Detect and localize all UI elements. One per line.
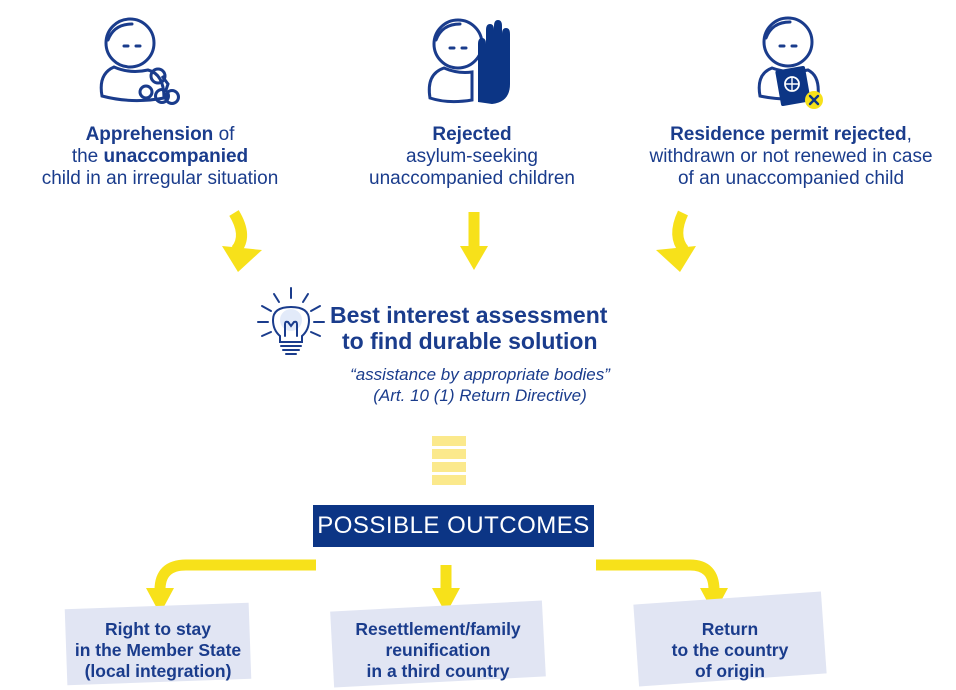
- outcome-line: in a third country: [366, 661, 510, 681]
- source-apprehension-line: child in an irregular situation: [41, 168, 279, 189]
- arrow-outcome-center-head: [432, 588, 460, 614]
- source-apprehension-line: Apprehension of: [85, 124, 235, 145]
- possible-outcomes-header: POSSIBLE OUTCOMES: [313, 505, 594, 547]
- assessment-title: Best interest assessment to find durable…: [330, 302, 650, 354]
- outcome-line: in the Member State: [74, 640, 242, 660]
- outcome-line: Resettlement/family: [355, 619, 521, 639]
- outcome-resettlement-text: Resettlement/family reunification in a t…: [332, 619, 544, 682]
- rejected-hand-child-icon: [422, 12, 522, 112]
- assessment-quote-line1: “assistance by appropriate bodies”: [350, 365, 610, 384]
- outcome-right-to-stay-text: Right to stay in the Member State (local…: [66, 619, 250, 682]
- outcome-line: Return: [701, 619, 759, 639]
- arrow-outcome-left-head: [146, 588, 174, 614]
- source-rejected-line: Rejected: [432, 124, 512, 145]
- yellow-stack-bar: [432, 449, 466, 459]
- assessment-quote: “assistance by appropriate bodies” (Art.…: [340, 364, 620, 406]
- assessment-title-line1: Best interest assessment: [330, 302, 608, 328]
- outcome-line: to the country: [671, 640, 789, 660]
- yellow-stack-bar: [432, 475, 466, 485]
- source-residence-line: Residence permit rejected,: [670, 124, 912, 145]
- source-rejected-line: asylum-seeking: [406, 146, 538, 167]
- source-apprehension: Apprehension of the unaccompanied child …: [30, 124, 290, 190]
- arrow-left-curved: [229, 210, 247, 254]
- source-residence-permit: Residence permit rejected, withdrawn or …: [626, 124, 956, 190]
- yellow-stack-bar: [432, 436, 466, 446]
- arrow-left-head: [222, 246, 262, 272]
- outcome-line: (local integration): [84, 661, 232, 681]
- arrow-center-head: [460, 246, 488, 270]
- assessment-quote-line2: (Art. 10 (1) Return Directive): [373, 386, 587, 405]
- arrow-right-curved: [672, 210, 689, 254]
- yellow-stack-connector: [432, 436, 466, 485]
- yellow-stack-bar: [432, 462, 466, 472]
- source-residence-line: withdrawn or not renewed in case: [649, 146, 933, 167]
- arrow-right-head: [656, 246, 696, 272]
- source-apprehension-line: the unaccompanied: [71, 146, 249, 167]
- outcome-line: of origin: [695, 661, 765, 681]
- outcome-line: reunification: [385, 640, 491, 660]
- source-residence-line: of an unaccompanied child: [677, 168, 905, 189]
- lightbulb-icon: [254, 286, 328, 358]
- outcome-line: Right to stay: [105, 619, 211, 639]
- arrow-outcome-left: [154, 559, 316, 591]
- source-rejected-line: unaccompanied children: [369, 168, 575, 189]
- handcuffed-child-icon: [92, 12, 192, 112]
- source-rejected-asylum: Rejected asylum-seeking unaccompanied ch…: [352, 124, 592, 190]
- passport-rejected-child-icon: [748, 12, 848, 112]
- assessment-title-line2: to find durable solution: [342, 328, 598, 354]
- outcome-return-text: Return to the country of origin: [636, 619, 824, 682]
- possible-outcomes-label: POSSIBLE OUTCOMES: [317, 512, 590, 539]
- arrow-outcome-right: [596, 559, 720, 591]
